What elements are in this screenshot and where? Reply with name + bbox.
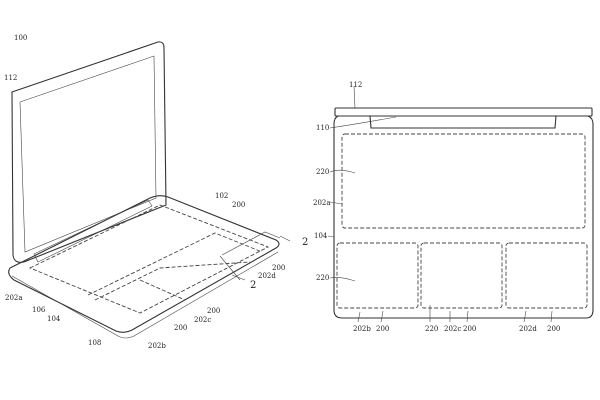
lid-edge [334, 107, 593, 117]
label-202a: 202a [313, 199, 331, 207]
label-104: 104 [47, 315, 61, 323]
label-200: 200 [207, 307, 220, 315]
laptop-screen [19, 55, 157, 253]
label-200: 200 [547, 325, 560, 333]
laptop-top-view [327, 85, 594, 323]
laptop-perspective-view [8, 41, 291, 339]
label-220: 220 [316, 168, 329, 176]
label-102: 102 [215, 192, 228, 200]
label-202b: 202b [353, 325, 371, 333]
label-106: 106 [32, 306, 46, 314]
label-112: 112 [4, 74, 17, 82]
label-202a: 202a [5, 294, 23, 302]
laptop-base [8, 195, 280, 333]
input-region-202d [505, 242, 588, 309]
label-202b: 202b [148, 342, 166, 350]
label-110: 110 [316, 124, 329, 132]
input-region-202b [336, 242, 419, 309]
label-202d: 202d [258, 272, 276, 280]
input-region-202a [341, 133, 586, 229]
label-220: 220 [316, 274, 329, 282]
label-104: 104 [314, 232, 328, 240]
base-outline [333, 115, 594, 319]
label-202d: 202d [519, 325, 537, 333]
label-200: 200 [232, 201, 245, 209]
label-100: 100 [14, 34, 27, 42]
label-108: 108 [88, 339, 101, 347]
label-200: 200 [463, 325, 476, 333]
label-112: 112 [349, 81, 362, 89]
label-220: 220 [425, 325, 438, 333]
laptop-lid [11, 41, 167, 263]
label-202c: 202c [194, 316, 211, 324]
input-region-202c [420, 242, 503, 309]
label-200: 200 [272, 264, 285, 272]
label-202c: 202c [444, 325, 461, 333]
input-region-202a [28, 204, 270, 314]
hinge-notch [369, 115, 557, 129]
label-200: 200 [376, 325, 389, 333]
label-2: 2 [302, 237, 308, 248]
label-200: 200 [174, 324, 187, 332]
label-2: 2 [250, 280, 256, 291]
